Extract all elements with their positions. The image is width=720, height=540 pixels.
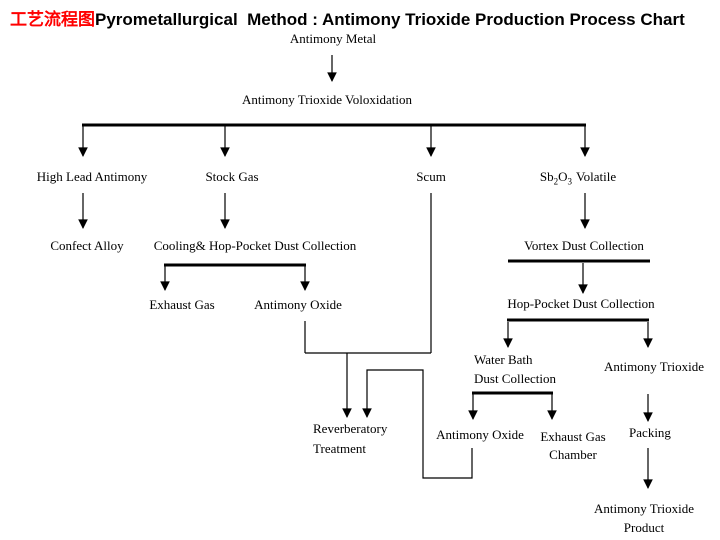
title-english: Pyrometallurgical Method : Antimony Trio… [95,10,685,29]
node-high-lead-antimony: High Lead Antimony [36,169,148,184]
node-water-bath-dust-collection: Water Bath Dust Collection [474,352,556,386]
node-confect-alloy: Confect Alloy [50,238,124,253]
node-stock-gas: Stock Gas [205,169,259,184]
node-antimony-trioxide-product: Antimony Trioxide Product [593,501,695,535]
node-antimony-metal: Antimony Metal [289,31,377,46]
node-cooling-hop-pocket: Cooling& Hop-Pocket Dust Collection [153,238,357,253]
node-scum: Scum [416,169,446,184]
node-reverberatory-treatment: Reverberatory Treatment [313,421,388,456]
node-antimony-oxide-a: Antimony Oxide [254,297,342,312]
node-antimony-trioxide: Antimony Trioxide [603,359,705,374]
oxide-b-recycle-loop [362,369,473,479]
node-packing: Packing [629,425,671,440]
page-title: 工艺流程图Pyrometallurgical Method : Antimony… [10,5,685,30]
node-exhaust-gas-chamber: Exhaust Gas Chamber [540,429,606,462]
node-voloxidation: Antimony Trioxide Voloxidation [242,92,412,107]
node-exhaust-gas: Exhaust Gas [149,297,215,312]
node-vortex-dust-collection: Vortex Dust Collection [524,238,644,253]
title-chinese: 工艺流程图 [10,10,95,29]
node-hop-pocket-dust-collection: Hop-Pocket Dust Collection [507,296,655,311]
node-antimony-oxide-b: Antimony Oxide [436,427,524,442]
